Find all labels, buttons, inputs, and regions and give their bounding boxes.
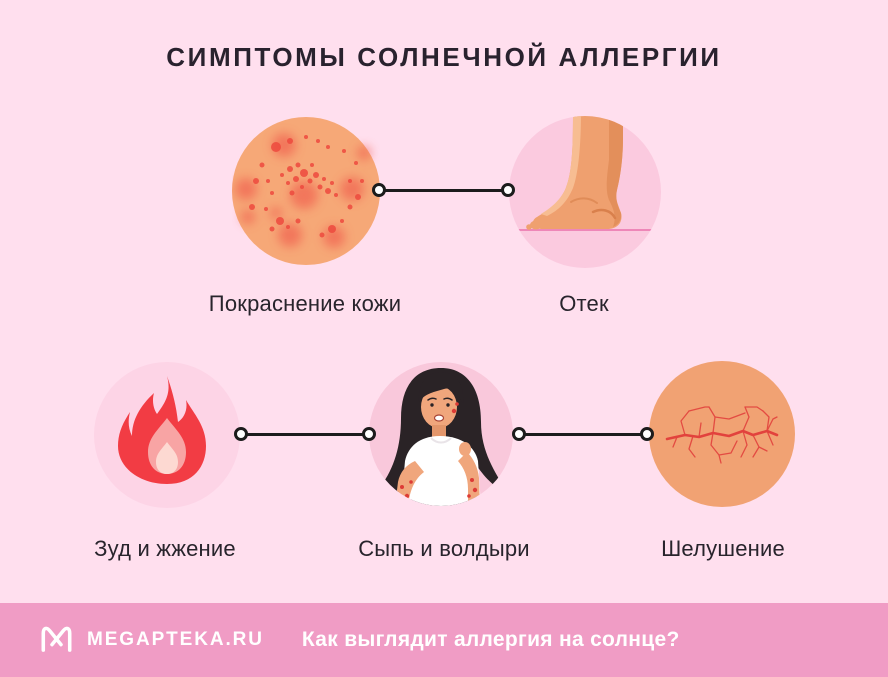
page-title: СИМПТОМЫ СОЛНЕЧНОЙ АЛЛЕРГИИ xyxy=(166,42,722,72)
connector-line xyxy=(234,427,376,442)
connector-node-icon xyxy=(501,183,515,198)
symptom-label-rash-blisters: Сыпь и волдыри xyxy=(358,536,530,561)
footer-bar: MEGAPTEKA.RU Как выглядит аллергия на со… xyxy=(0,603,888,677)
red-spotted-skin-icon xyxy=(232,117,380,265)
connector-line xyxy=(512,427,654,442)
connector-node-icon xyxy=(234,427,248,442)
symptom-label-swelling: Отек xyxy=(559,291,609,316)
connector-node-icon xyxy=(640,427,654,442)
footer-brand: MEGAPTEKA.RU xyxy=(87,629,264,650)
flame-icon xyxy=(94,362,240,508)
footer-question: Как выглядит аллергия на солнце? xyxy=(301,628,680,651)
symptom-label-peeling: Шелушение xyxy=(661,536,785,561)
connector-line xyxy=(372,183,515,198)
connector-node-icon xyxy=(362,427,376,442)
symptom-label-redness: Покраснение кожи xyxy=(208,291,402,316)
connector-node-icon xyxy=(512,427,526,442)
swollen-foot-icon xyxy=(509,116,661,268)
cracked-peeling-skin-icon xyxy=(649,361,795,507)
symptom-label-itch-burning: Зуд и жжение xyxy=(94,536,236,561)
woman-scratching-rash-icon xyxy=(369,362,513,506)
megapteka-m-logo-icon xyxy=(40,623,73,657)
connector-node-icon xyxy=(372,183,386,198)
